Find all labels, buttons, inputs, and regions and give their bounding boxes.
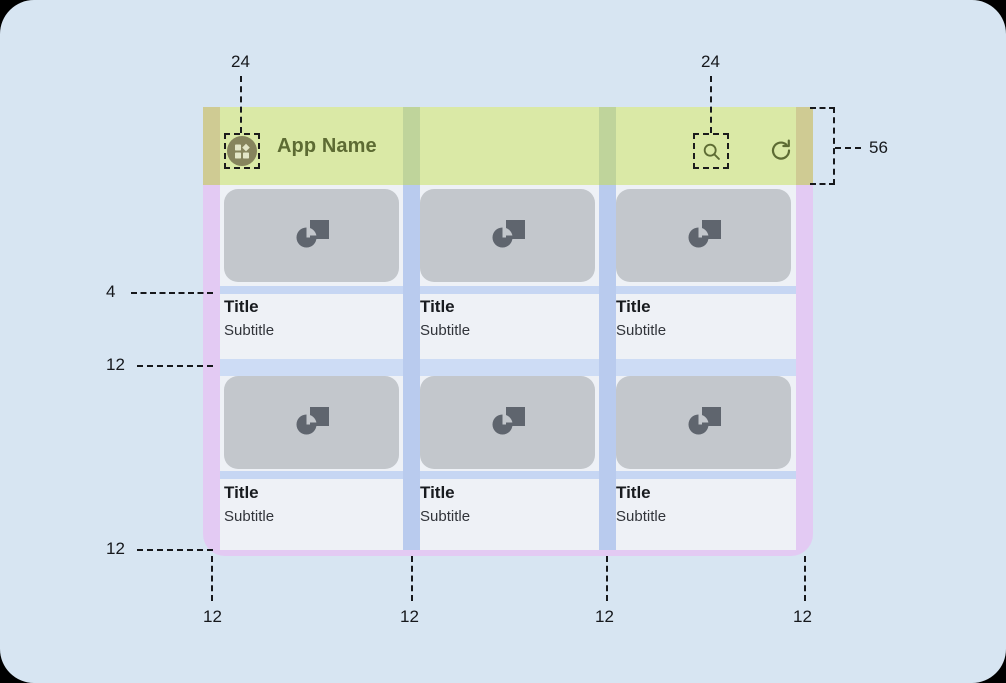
app-title: App Name [277, 135, 377, 157]
card-text-2: Title Subtitle [420, 297, 470, 341]
image-placeholder-icon [688, 219, 721, 247]
card-title: Title [420, 483, 455, 502]
annotation-gutter-4: 12 [793, 607, 812, 626]
annotation-icon-right-spacing: 24 [701, 52, 720, 71]
column-gutter-1 [403, 185, 420, 550]
card-title: Title [420, 297, 455, 316]
image-placeholder-icon [296, 219, 329, 247]
card-subtitle: Subtitle [224, 508, 275, 525]
card-text-4: Title Subtitle [224, 483, 274, 527]
leader-line-icon-left [240, 76, 242, 133]
column-gutter-2 [599, 185, 616, 550]
annotation-title-top-spacing: 4 [106, 282, 116, 301]
leader-line-gutter-2 [411, 556, 413, 601]
annotation-row-spacing: 12 [106, 355, 125, 374]
card-title: Title [224, 297, 259, 316]
card-media-1 [224, 189, 399, 282]
card-media-5 [420, 376, 595, 469]
image-placeholder-icon [296, 406, 329, 434]
leader-line-title-top [131, 292, 213, 294]
card-title: Title [224, 483, 259, 502]
appbar-height-bracket [810, 107, 835, 185]
search-icon [703, 143, 720, 160]
card-title: Title [616, 483, 651, 502]
leader-line-appbar-height [835, 147, 861, 149]
card-subtitle: Subtitle [420, 322, 471, 339]
image-placeholder-icon [492, 219, 525, 247]
leader-line-gutter-3 [606, 556, 608, 601]
card-text-1: Title Subtitle [224, 297, 274, 341]
card-text-6: Title Subtitle [616, 483, 666, 527]
image-placeholder-icon [492, 406, 525, 434]
card-media-2 [420, 189, 595, 282]
apps-grid-icon [227, 136, 257, 166]
annotation-bottom-spacing: 12 [106, 539, 125, 558]
refresh-icon [771, 139, 791, 160]
annotation-appbar-height: 56 [869, 138, 888, 157]
card-media-6 [616, 376, 791, 469]
row-band-title-top-1 [220, 286, 796, 294]
card-subtitle: Subtitle [420, 508, 471, 525]
search-button[interactable] [693, 133, 729, 169]
card-title: Title [616, 297, 651, 316]
leader-line-bottom-spacing [137, 549, 213, 551]
app-icon-touch-target[interactable] [224, 133, 260, 169]
leader-line-row-spacing [137, 365, 213, 367]
appbar-margin-left [203, 107, 220, 185]
card-subtitle: Subtitle [616, 508, 667, 525]
app-bar-content: App Name [203, 107, 813, 185]
card-subtitle: Subtitle [224, 322, 275, 339]
card-media-4 [224, 376, 399, 469]
card-media-3 [616, 189, 791, 282]
card-text-5: Title Subtitle [420, 483, 470, 527]
appbar-gutter-2 [599, 107, 616, 185]
annotation-gutter-2: 12 [400, 607, 419, 626]
device-frame: App Name [203, 107, 813, 556]
content-grid: Title Subtitle Title Subtitle [203, 185, 813, 556]
card-subtitle: Subtitle [616, 322, 667, 339]
leader-line-gutter-4 [804, 556, 806, 601]
row-band-title-top-2 [220, 471, 796, 479]
annotation-gutter-3: 12 [595, 607, 614, 626]
annotation-icon-left-spacing: 24 [231, 52, 250, 71]
appbar-margin-right [796, 107, 813, 185]
annotation-gutter-1: 12 [203, 607, 222, 626]
card-text-3: Title Subtitle [616, 297, 666, 341]
row-band-row-gap [220, 359, 796, 376]
refresh-button[interactable] [766, 136, 796, 166]
image-placeholder-icon [688, 406, 721, 434]
leader-line-gutter-1 [211, 556, 213, 601]
leader-line-icon-right [710, 76, 712, 133]
appbar-gutter-1 [403, 107, 420, 185]
